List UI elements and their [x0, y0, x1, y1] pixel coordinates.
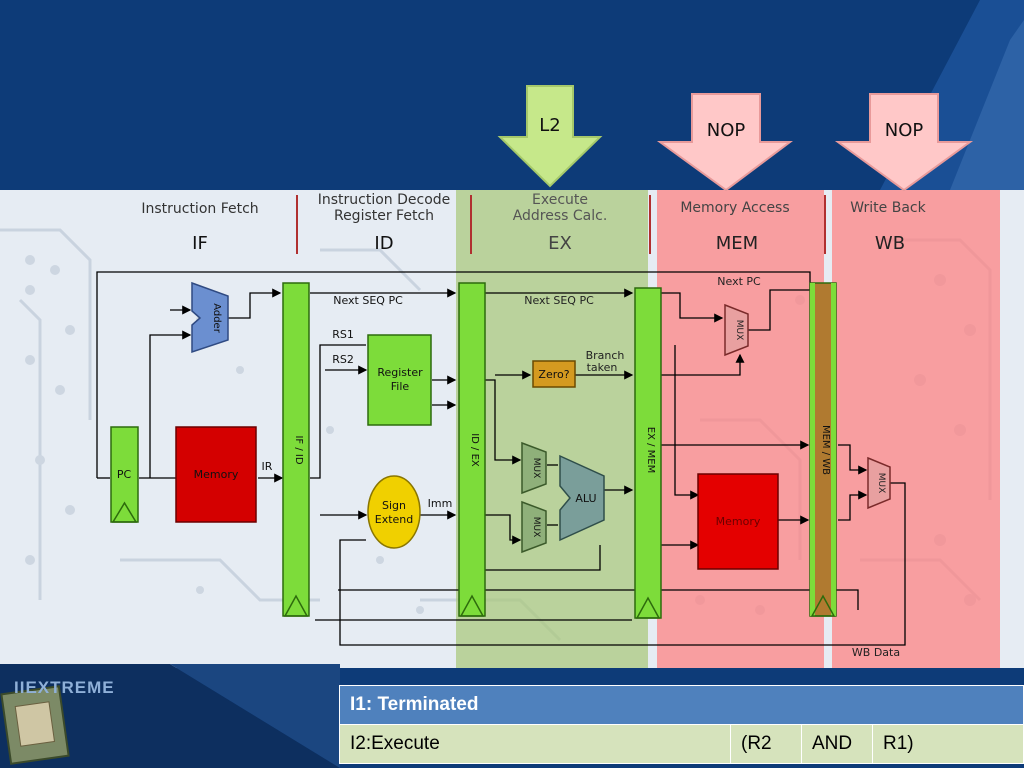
- sign-extend-label-2: Extend: [375, 513, 414, 526]
- wb-mux: [867, 456, 891, 510]
- register-file-label-2: File: [391, 380, 410, 393]
- mem-mux: [724, 303, 749, 357]
- data-memory: [697, 473, 779, 570]
- instruction-status-table: I1: Terminated I2:Execute (R2 AND R1): [339, 685, 1024, 764]
- imm-label: Imm: [428, 497, 453, 510]
- stage-if-abbr: IF: [192, 233, 208, 254]
- mem-stage-overlay: [657, 190, 824, 668]
- adder: [191, 281, 229, 354]
- instruction-2-status: I2:Execute: [339, 724, 731, 764]
- mux-label: MUX: [531, 517, 541, 538]
- next-seq-pc-label: Next SEQ PC: [333, 294, 403, 307]
- instruction-memory: [175, 426, 257, 523]
- table-row: I2:Execute (R2 AND R1): [339, 724, 1024, 764]
- pc-label: PC: [117, 468, 132, 481]
- table-row: I1: Terminated: [339, 685, 1024, 725]
- footer-band-light: [170, 664, 340, 768]
- stage-wb-title: Write Back: [850, 200, 926, 216]
- rs1-label: RS1: [332, 328, 354, 341]
- alu: [559, 454, 605, 542]
- register-file-label-1: Register: [377, 366, 423, 379]
- nop-wb-arrow: [834, 93, 974, 192]
- ex-mux-bottom: [521, 500, 547, 554]
- clock-triangle: [810, 594, 836, 617]
- wb-stage-overlay: [832, 190, 1000, 668]
- rs2-label: RS2: [332, 353, 354, 366]
- stage-id-abbr: ID: [374, 233, 393, 254]
- instruction-1-status: I1: Terminated: [339, 685, 1024, 725]
- mux-label: MUX: [531, 458, 541, 479]
- zero-label: Zero?: [538, 368, 569, 381]
- mem-wb-latch-edge: [810, 283, 815, 616]
- instruction-2-operand-2: R1): [872, 724, 1024, 764]
- stage-ex-abbr: EX: [548, 233, 572, 254]
- wb-data-label: WB Data: [852, 646, 900, 659]
- nop-mem-arrow-label: NOP: [707, 120, 746, 141]
- instruction-2-operation: AND: [801, 724, 873, 764]
- stage-ex-title-1: Execute: [532, 192, 588, 208]
- ex-mux-top: [521, 441, 547, 495]
- stage-ex-title-2: Address Calc.: [513, 208, 608, 224]
- clock-triangle: [635, 596, 661, 619]
- alu-label: ALU: [575, 492, 596, 505]
- if-id-label: IF / ID: [293, 435, 304, 464]
- instruction-memory-label: Memory: [194, 468, 239, 481]
- stage-mem-title: Memory Access: [680, 200, 789, 216]
- adder-label: Adder: [211, 303, 222, 334]
- nop-mem-arrow: [656, 93, 793, 192]
- next-seq-pc-2-label: Next SEQ PC: [524, 294, 594, 307]
- clock-triangle: [111, 501, 138, 523]
- stage-mem-abbr: MEM: [716, 233, 758, 254]
- sign-extend: [367, 475, 421, 549]
- clock-triangle: [283, 594, 309, 617]
- mem-wb-latch-edge: [831, 283, 836, 616]
- branch-label-2: taken: [587, 361, 618, 374]
- id-ex-latch: [458, 282, 486, 617]
- ex-mem-latch: [634, 287, 662, 619]
- brand-logo: IIEXTREME: [14, 678, 115, 697]
- header-decoration-2: [950, 20, 1024, 190]
- cpu-chip-die: [14, 701, 56, 747]
- stage-id-title-2: Register Fetch: [334, 208, 434, 224]
- datapath-wires: [96, 271, 906, 646]
- mem-wb-label: MEM / WB: [820, 425, 831, 475]
- ex-mem-label: EX / MEM: [645, 427, 656, 473]
- stage-id-title-1: Instruction Decode: [318, 192, 451, 208]
- stage-if-title: Instruction Fetch: [141, 201, 258, 217]
- l2-arrow-label: L2: [539, 115, 560, 136]
- l2-arrow: [497, 85, 603, 188]
- instruction-2-operand-1: (R2: [730, 724, 802, 764]
- register-file: [367, 334, 432, 426]
- ex-stage-overlay: [456, 190, 648, 668]
- id-ex-label: ID / EX: [469, 433, 480, 467]
- mux-label: MUX: [734, 320, 744, 341]
- nop-wb-arrow-label: NOP: [885, 120, 924, 141]
- mux-label: MUX: [876, 473, 886, 494]
- ir-label: IR: [262, 460, 273, 473]
- sign-extend-label-1: Sign: [382, 499, 406, 512]
- header-band: [0, 0, 1024, 190]
- next-pc-label: Next PC: [717, 275, 761, 288]
- zero-detector: [532, 360, 576, 388]
- footer-band: [0, 664, 340, 768]
- clock-triangle: [459, 594, 485, 617]
- stage-wb-abbr: WB: [875, 233, 905, 254]
- data-memory-label: Memory: [716, 515, 761, 528]
- branch-label-1: Branch: [586, 349, 625, 362]
